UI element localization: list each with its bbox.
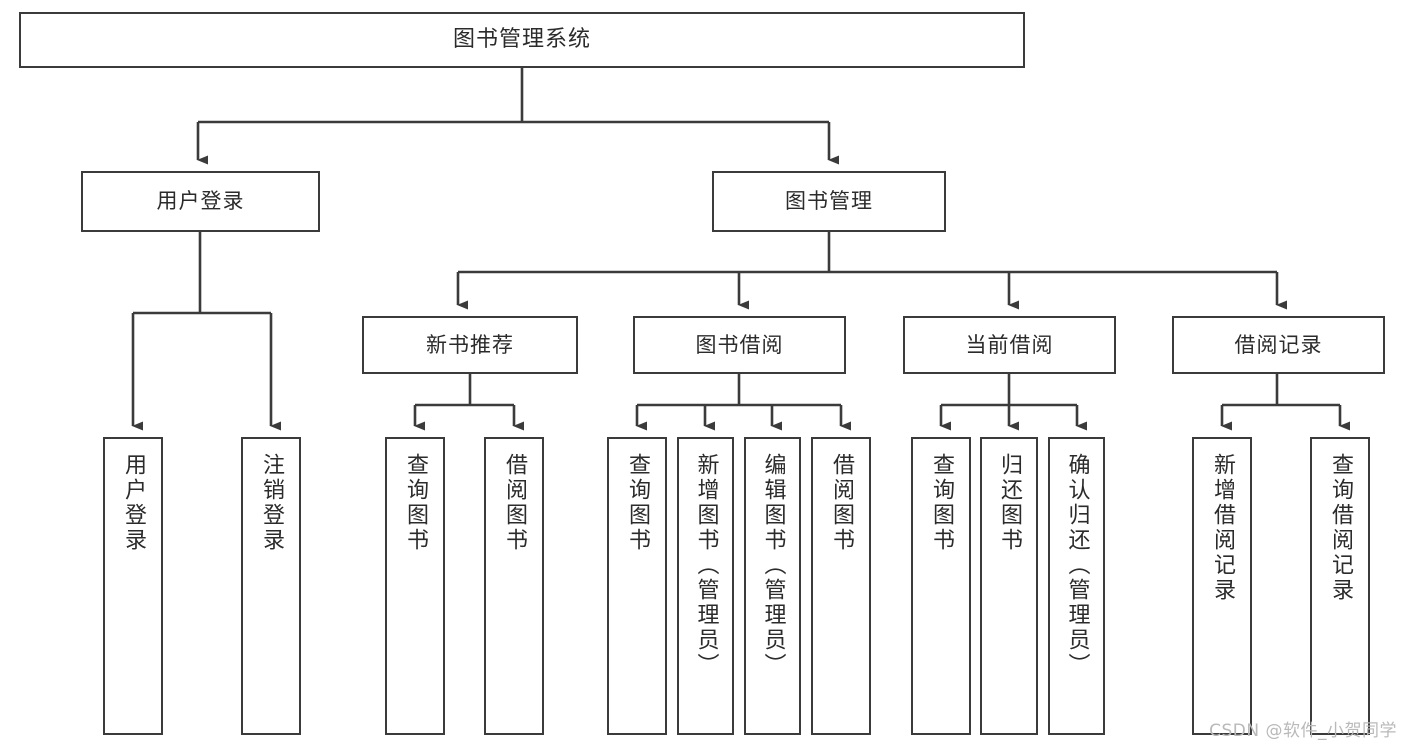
node-label: 图书借阅 — [695, 332, 784, 357]
leaf-confirm-return-admin[interactable]: 确认归还（管理员） — [1048, 437, 1105, 735]
node-label: 查询图书 — [625, 453, 650, 553]
node-label: 确认归还（管理员） — [1064, 453, 1090, 678]
node-root-system[interactable]: 图书管理系统 — [19, 12, 1025, 68]
leaf-borrow-book[interactable]: 借阅图书 — [811, 437, 871, 735]
node-label: 编辑图书（管理员） — [760, 453, 786, 678]
node-label: 新增借阅记录 — [1210, 453, 1235, 603]
leaf-add-book-admin[interactable]: 新增图书（管理员） — [677, 437, 734, 735]
node-borrow-records[interactable]: 借阅记录 — [1172, 316, 1385, 374]
node-label: 查询图书 — [929, 453, 954, 553]
node-label: 图书管理系统 — [452, 27, 591, 53]
leaf-query-book-recommend[interactable]: 查询图书 — [385, 437, 445, 735]
leaf-user-login[interactable]: 用户登录 — [103, 437, 163, 735]
node-label: 借阅记录 — [1234, 332, 1323, 357]
node-label: 图书管理 — [785, 189, 873, 214]
node-user-login[interactable]: 用户登录 — [81, 171, 320, 232]
node-label: 当前借阅 — [965, 332, 1054, 357]
node-label: 新增图书（管理员） — [693, 453, 719, 678]
leaf-edit-book-admin[interactable]: 编辑图书（管理员） — [744, 437, 801, 735]
leaf-borrow-book-recommend[interactable]: 借阅图书 — [484, 437, 544, 735]
node-label: 注销登录 — [259, 453, 284, 553]
node-label: 用户登录 — [156, 189, 245, 214]
node-book-borrow[interactable]: 图书借阅 — [633, 316, 846, 374]
node-label: 查询借阅记录 — [1328, 453, 1353, 603]
leaf-query-book-current[interactable]: 查询图书 — [911, 437, 971, 735]
node-label: 用户登录 — [121, 453, 146, 553]
node-label: 借阅图书 — [502, 453, 527, 553]
node-new-book-recommend[interactable]: 新书推荐 — [362, 316, 578, 374]
leaf-add-borrow-record[interactable]: 新增借阅记录 — [1192, 437, 1252, 735]
node-label: 查询图书 — [403, 453, 428, 553]
node-book-management[interactable]: 图书管理 — [712, 171, 946, 232]
node-label: 归还图书 — [997, 453, 1022, 553]
node-label: 新书推荐 — [426, 332, 514, 357]
node-label: 借阅图书 — [829, 453, 854, 553]
leaf-query-book-borrow[interactable]: 查询图书 — [607, 437, 667, 735]
leaf-return-book[interactable]: 归还图书 — [980, 437, 1038, 735]
leaf-query-borrow-record[interactable]: 查询借阅记录 — [1310, 437, 1370, 735]
node-current-borrow[interactable]: 当前借阅 — [903, 316, 1116, 374]
leaf-logout[interactable]: 注销登录 — [241, 437, 301, 735]
